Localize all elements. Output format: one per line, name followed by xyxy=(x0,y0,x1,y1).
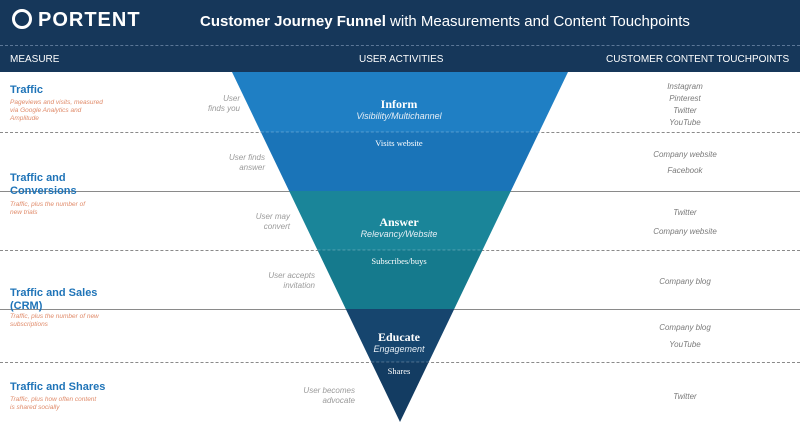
touchpoint-company-website: Company website xyxy=(653,150,717,159)
column-header-touchpoints: CUSTOMER CONTENT TOUCHPOINTS xyxy=(606,54,790,65)
funnel-educate-top xyxy=(345,309,455,362)
touchpoint-facebook: Facebook xyxy=(667,166,703,175)
column-header-bar xyxy=(0,45,800,72)
measure-traffic-title: Traffic xyxy=(10,84,44,96)
column-header-activities: USER ACTIVITIES xyxy=(359,54,444,65)
stage-educate-action: Shares xyxy=(387,366,411,376)
touchpoint-company-blog: Company blog xyxy=(659,277,711,286)
stage-inform-action: Visits website xyxy=(375,138,423,148)
measure-shares-note: Traffic, plus how often content is share… xyxy=(10,396,97,411)
touchpoint-twitter: Twitter xyxy=(673,392,697,401)
title-bold: Customer Journey Funnel xyxy=(200,13,386,30)
measure-conversions-title: Traffic and Conversions xyxy=(10,172,77,197)
stage-educate-name: Educate xyxy=(378,330,420,344)
funnel-educate-bottom xyxy=(371,362,429,422)
touchpoint-youtube: YouTube xyxy=(669,118,701,127)
funnel-answer-top xyxy=(289,191,511,250)
measure-conversions-note: Traffic, plus the number of new trials xyxy=(10,201,86,216)
touchpoint-company-website: Company website xyxy=(653,227,717,236)
page-title: Customer Journey Funnel with Measurement… xyxy=(200,13,690,30)
stage-answer-action: Subscribes/buys xyxy=(371,256,427,266)
stage-educate-subtitle: Engagement xyxy=(373,344,425,354)
stage-inform-name: Inform xyxy=(380,97,418,111)
funnel-answer-bottom xyxy=(317,250,483,309)
measure-sales-note: Traffic, plus the number of new subscrip… xyxy=(10,313,99,328)
measure-shares-title: Traffic and Shares xyxy=(10,381,106,393)
portent-logo-icon xyxy=(12,9,32,29)
touchpoint-pinterest: Pinterest xyxy=(669,94,701,103)
logo-text: PORTENT xyxy=(38,9,141,31)
column-header-measure: MEASURE xyxy=(10,54,60,65)
stage-answer-subtitle: Relevancy/Website xyxy=(360,229,438,239)
title-rest: with Measurements and Content Touchpoint… xyxy=(385,13,690,30)
funnel-inform-bottom xyxy=(260,132,540,191)
stage-inform-subtitle: Visibility/Multichannel xyxy=(356,111,442,121)
measure-traffic-note: Pageviews and visits, measured via Googl… xyxy=(10,99,103,122)
touchpoint-youtube: YouTube xyxy=(669,340,701,349)
stage-answer-name: Answer xyxy=(379,215,419,229)
funnel-inform-top xyxy=(232,72,568,132)
touchpoint-twitter: Twitter xyxy=(673,106,697,115)
touchpoint-instagram: Instagram xyxy=(667,82,703,91)
touchpoint-company-blog: Company blog xyxy=(659,323,711,332)
header-bar xyxy=(0,0,800,45)
measure-sales-title: Traffic and Sales (CRM) xyxy=(10,287,98,312)
touchpoint-twitter: Twitter xyxy=(673,208,697,217)
